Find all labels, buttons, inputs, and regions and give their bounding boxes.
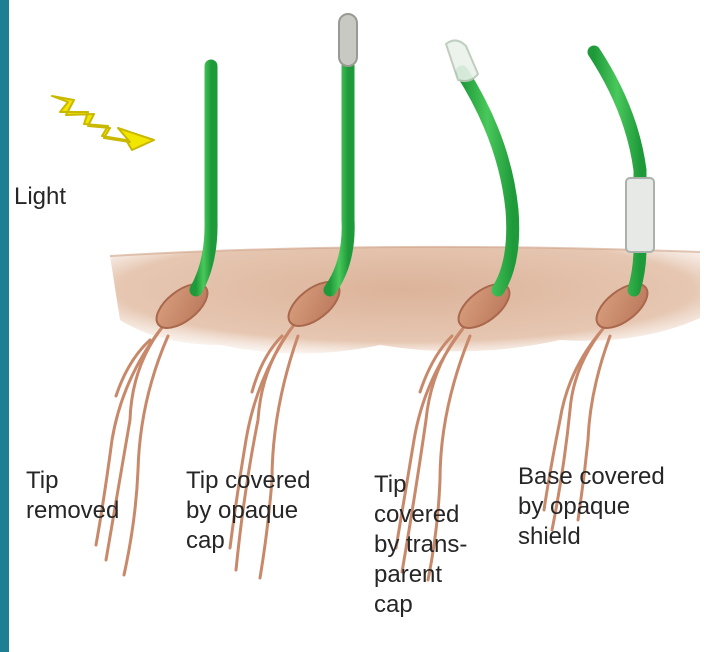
caption-line: shield [518,522,665,552]
caption-line: removed [26,496,119,526]
caption-line: Tip covered [186,466,311,496]
caption-tip-removed: Tip removed [26,466,119,526]
light-label: Light [14,182,66,212]
light-bolt-icon [52,96,154,150]
caption-line: by trans- [374,530,467,560]
caption-line: Tip [26,466,119,496]
caption-opaque-shield: Base covered by opaque shield [518,462,665,552]
caption-line: by opaque [186,496,311,526]
caption-line: covered [374,500,467,530]
opaque-shield [626,178,654,252]
caption-line: cap [186,526,311,556]
caption-line: cap [374,590,467,620]
caption-transparent-cap: Tip covered by trans- parent cap [374,470,467,620]
opaque-cap [339,14,357,66]
transparent-cap [446,40,478,81]
caption-line: parent [374,560,467,590]
caption-line: Tip [374,470,467,500]
caption-line: by opaque [518,492,665,522]
roots [96,318,170,575]
caption-opaque-cap: Tip covered by opaque cap [186,466,311,556]
caption-line: Base covered [518,462,665,492]
